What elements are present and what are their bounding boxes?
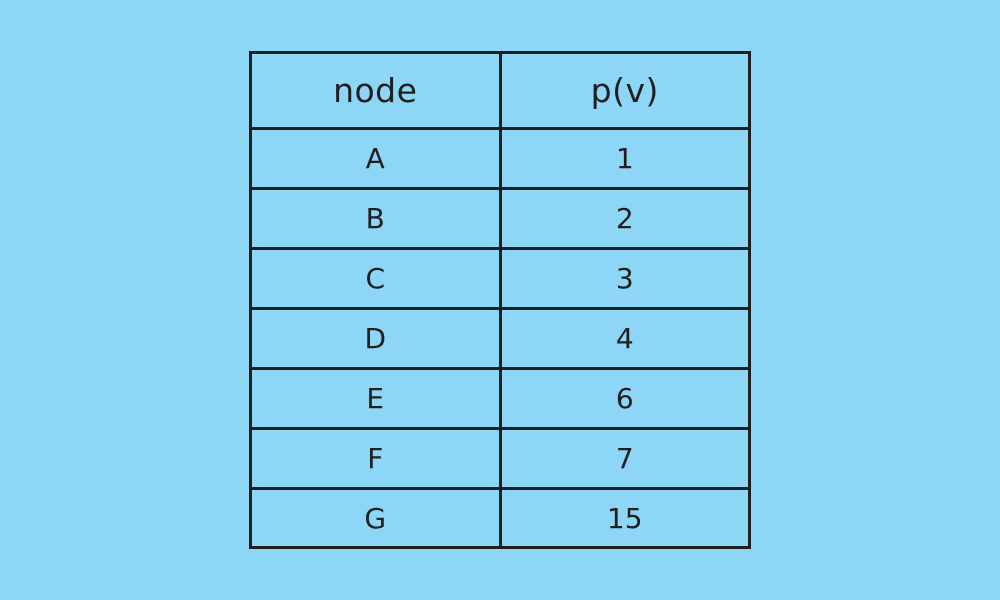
p-value-cell: 7 xyxy=(498,427,748,490)
table-row: F 7 xyxy=(252,427,748,490)
table-row: D 4 xyxy=(252,307,748,370)
node-cell: G xyxy=(252,487,502,547)
table-row: A 1 xyxy=(252,127,748,190)
table-row: E 6 xyxy=(252,367,748,430)
node-cell: D xyxy=(252,307,502,370)
data-table: node p(v) A 1 B 2 C 3 D 4 E 6 xyxy=(252,54,748,547)
p-value-cell: 3 xyxy=(498,247,748,310)
node-cell: E xyxy=(252,367,502,430)
table-row: G 15 xyxy=(252,487,748,547)
table-row: B 2 xyxy=(252,187,748,250)
p-value-cell: 2 xyxy=(498,187,748,250)
p-value-cell: 15 xyxy=(498,487,748,547)
p-value-cell: 6 xyxy=(498,367,748,430)
node-cell: F xyxy=(252,427,502,490)
node-cell: B xyxy=(252,187,502,250)
column-header-node: node xyxy=(252,54,502,130)
node-priority-table: node p(v) A 1 B 2 C 3 D 4 E 6 xyxy=(249,51,751,549)
p-value-cell: 1 xyxy=(498,127,748,190)
table-header-row: node p(v) xyxy=(252,54,748,130)
column-header-p-v: p(v) xyxy=(498,54,748,130)
node-cell: A xyxy=(252,127,502,190)
table-row: C 3 xyxy=(252,247,748,310)
p-value-cell: 4 xyxy=(498,307,748,370)
node-cell: C xyxy=(252,247,502,310)
